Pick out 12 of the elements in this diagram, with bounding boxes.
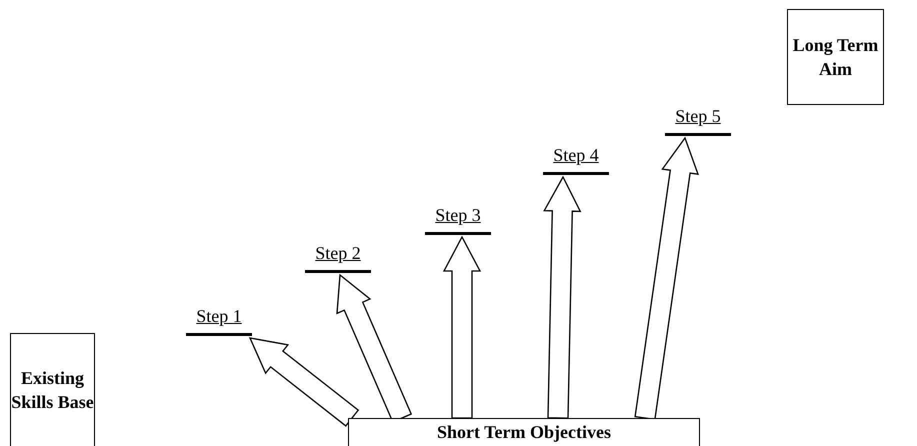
block-arrow — [634, 136, 699, 420]
step-label: Step 4 — [543, 145, 609, 175]
step-label: Step 5 — [665, 106, 731, 136]
step-label: Step 3 — [425, 205, 491, 235]
block-arrow — [248, 337, 360, 427]
text-box: Long Term Aim — [787, 9, 884, 105]
step-label: Step 1 — [186, 306, 252, 336]
block-arrow — [442, 236, 482, 419]
text-box: Existing Skills Base — [10, 333, 95, 446]
text-box: Short Term Objectives — [348, 418, 700, 446]
step-label: Step 2 — [305, 243, 371, 273]
block-arrow — [543, 176, 582, 419]
